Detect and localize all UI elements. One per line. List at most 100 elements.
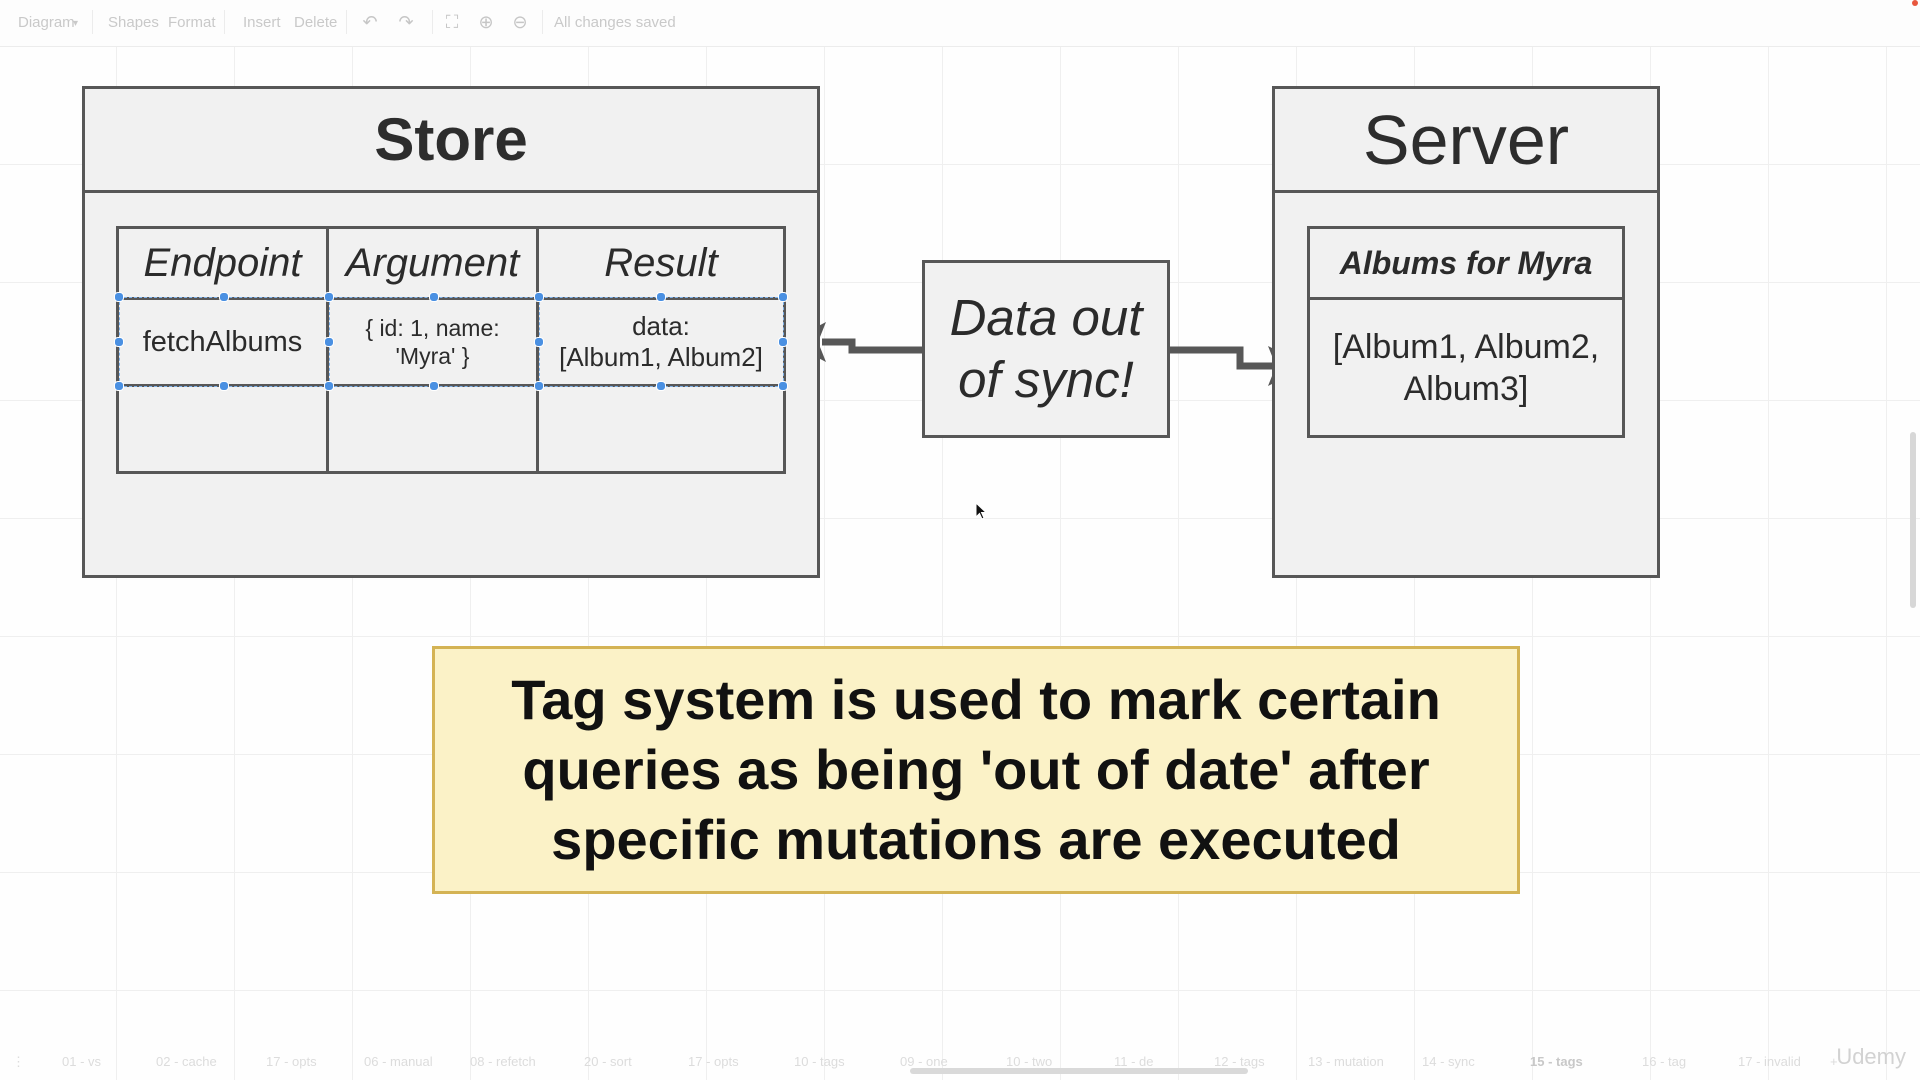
page-tab[interactable]: 11 - de [1114, 1054, 1154, 1069]
insert-button[interactable]: Insert [243, 14, 281, 31]
sync-line-2: of sync! [958, 351, 1134, 408]
column-header-argument: Argument [345, 240, 520, 285]
resize-handle[interactable] [656, 292, 666, 302]
diagram-menu[interactable]: Diagram [18, 14, 75, 31]
empty-cell[interactable] [539, 387, 783, 471]
out-of-sync-box[interactable]: Data out of sync! [922, 260, 1170, 438]
delete-button[interactable]: Delete [294, 14, 338, 31]
resize-handle[interactable] [429, 381, 439, 391]
tag-system-note[interactable]: Tag system is used to mark certain queri… [432, 646, 1520, 894]
horizontal-scrollbar[interactable] [910, 1068, 1248, 1074]
store-title: Store [374, 106, 528, 173]
page-tab[interactable]: 10 - two [1006, 1054, 1053, 1069]
server-title-bar: Server [1275, 89, 1657, 193]
resize-handle[interactable] [324, 381, 334, 391]
selection-outline [119, 297, 783, 298]
save-status: All changes saved [554, 14, 676, 31]
page-tab[interactable]: 01 - vs [62, 1054, 102, 1069]
result-line-2: [Album1, Album2] [559, 342, 763, 372]
vertical-scrollbar[interactable] [1910, 432, 1916, 608]
zoom-out-icon[interactable]: ⊖ [512, 12, 528, 32]
resize-handle[interactable] [778, 292, 788, 302]
row-divider [119, 297, 783, 300]
format-button[interactable]: Format [168, 14, 216, 31]
zoom-in-icon[interactable]: ⊕ [478, 12, 494, 32]
toolbar-divider [346, 10, 347, 34]
store-title-bar: Store [85, 89, 817, 193]
page-tab[interactable]: 10 - tags [794, 1054, 845, 1069]
result-cell[interactable]: data: [Album1, Album2] [539, 300, 783, 384]
undo-icon[interactable]: ↶ [362, 12, 378, 32]
server-data-box[interactable]: Albums for Myra [Album1, Album2, Album3] [1307, 226, 1625, 438]
resize-handle[interactable] [324, 337, 334, 347]
note-line-2: queries as being 'out of date' after [522, 738, 1430, 801]
mouse-pointer-icon [975, 502, 988, 520]
page-tab[interactable]: 17 - opts [688, 1054, 739, 1069]
out-of-sync-text: Data out of sync! [950, 287, 1143, 411]
empty-cell[interactable] [119, 387, 326, 471]
toolbar-divider [224, 10, 225, 34]
chevron-down-icon[interactable]: ▾ [73, 18, 79, 29]
column-header-endpoint: Endpoint [143, 240, 302, 285]
column-header-result: Result [604, 240, 718, 285]
resize-handle[interactable] [534, 337, 544, 347]
resize-handle[interactable] [219, 292, 229, 302]
toolbar-divider [92, 10, 93, 34]
add-page-icon[interactable]: + [1830, 1054, 1838, 1069]
toolbar-divider [542, 10, 543, 34]
server-data-line-1: [Album1, Album2, [1332, 327, 1600, 366]
page-tab[interactable]: 16 - tag [1642, 1054, 1687, 1069]
argument-line-1: { id: 1, name: [365, 315, 500, 341]
resize-handle[interactable] [778, 381, 788, 391]
resize-handle[interactable] [114, 337, 124, 347]
resize-handle[interactable] [324, 292, 334, 302]
resize-handle[interactable] [534, 292, 544, 302]
page-tab[interactable]: 06 - manual [364, 1054, 433, 1069]
toolbar: Diagram ▾ Shapes Format Insert Delete ↶ … [0, 0, 1920, 47]
page-tab[interactable]: 13 - mutation [1308, 1054, 1384, 1069]
server-data-line-2: Album3] [1403, 369, 1529, 408]
row-divider [1310, 297, 1622, 300]
notification-dot [1912, 0, 1918, 6]
page-tab[interactable]: 14 - sync [1422, 1054, 1475, 1069]
page-tab[interactable]: 02 - cache [156, 1054, 217, 1069]
udemy-logo: Udemy [1836, 1044, 1906, 1069]
page-tab[interactable]: 20 - sort [584, 1054, 632, 1069]
row-divider [119, 384, 783, 387]
page-tab[interactable]: 09 - one [900, 1054, 948, 1069]
resize-handle[interactable] [778, 337, 788, 347]
shapes-button[interactable]: Shapes [108, 14, 159, 31]
note-line-3: specific mutations are executed [551, 808, 1401, 871]
column-divider [536, 229, 539, 471]
server-title: Server [1362, 100, 1570, 179]
store-table[interactable]: Endpoint Argument Result fetchAlbums { i… [116, 226, 786, 474]
column-divider [326, 229, 329, 471]
page-tabs: ⋮ 01 - vs 02 - cache 17 - opts 06 - manu… [0, 1050, 1920, 1074]
resize-handle[interactable] [114, 381, 124, 391]
page-tab[interactable]: 17 - opts [266, 1054, 317, 1069]
sync-line-1: Data out [949, 289, 1143, 346]
resize-handle[interactable] [114, 292, 124, 302]
resize-handle[interactable] [429, 292, 439, 302]
note-line-1: Tag system is used to mark certain [511, 668, 1441, 731]
page-tab[interactable]: 17 - invalid [1738, 1054, 1801, 1069]
resize-handle[interactable] [219, 381, 229, 391]
server-data-cell[interactable]: [Album1, Album2, Album3] [1310, 300, 1622, 435]
toolbar-divider [432, 10, 433, 34]
resize-handle[interactable] [534, 381, 544, 391]
result-line-1: data: [632, 311, 690, 341]
argument-cell[interactable]: { id: 1, name: 'Myra' } [329, 300, 536, 384]
empty-cell[interactable] [329, 387, 536, 471]
page-tab[interactable]: 12 - tags [1214, 1054, 1265, 1069]
server-data-header: Albums for Myra [1339, 244, 1593, 281]
page-tab-active[interactable]: 15 - tags [1530, 1054, 1583, 1069]
fullscreen-icon[interactable]: ⛶ [445, 12, 459, 32]
selection-outline [119, 386, 783, 387]
pages-menu-icon[interactable]: ⋮ [12, 1054, 25, 1069]
page-tab[interactable]: 08 - refetch [470, 1054, 536, 1069]
endpoint-cell[interactable]: fetchAlbums [142, 325, 303, 358]
redo-icon[interactable]: ↷ [398, 12, 414, 32]
note-text: Tag system is used to mark certain queri… [511, 665, 1441, 875]
argument-line-2: 'Myra' } [395, 343, 470, 369]
resize-handle[interactable] [656, 381, 666, 391]
